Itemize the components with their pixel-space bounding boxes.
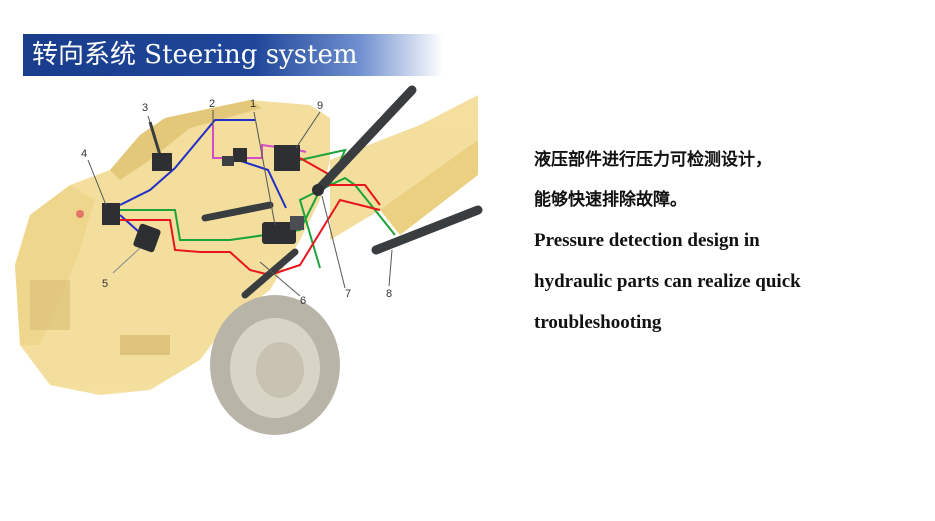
component-3-steering (148, 121, 172, 171)
description-cn-line-2: 能够快速排除故障。 (534, 190, 687, 210)
description-cn-line-1: 液压部件进行压力可检测设计， (534, 150, 772, 170)
red-line-1 (118, 198, 381, 277)
title-banner: 转向系统 Steering system (23, 34, 443, 76)
description-en-line-2: hydraulic parts can realize quick (534, 271, 801, 292)
callout-6: 6 (300, 295, 307, 307)
callout-9: 9 (317, 100, 324, 112)
callout-2: 2 (209, 98, 216, 110)
component-5-pump (112, 223, 161, 274)
callout-4: 4 (81, 148, 88, 160)
loader-body (15, 95, 478, 395)
component-7-joint (312, 184, 324, 196)
component-1-valve (262, 216, 304, 244)
callout-3: 3 (142, 102, 149, 114)
steering-cylinder-upper (313, 85, 417, 195)
callout-7: 7 (345, 288, 352, 300)
callout-8: 8 (386, 288, 393, 300)
leader-lines (87, 110, 393, 297)
cylinder-6a (201, 201, 274, 222)
component-2-sensor (222, 148, 247, 166)
description-en-line-1: Pressure detection design in (534, 230, 760, 251)
steering-cylinder-lower (371, 205, 483, 255)
callout-5: 5 (102, 278, 109, 290)
cylinder-6b (241, 248, 299, 299)
component-4-block (102, 203, 120, 225)
wheel (210, 295, 340, 435)
component-9-block (274, 145, 300, 171)
blue-line-1 (119, 119, 255, 206)
description-text: 液压部件进行压力可检测设计， 能够快速排除故障。 Pressure detect… (534, 150, 914, 353)
description-en-line-3: troubleshooting (534, 312, 662, 333)
page-title: 转向系统 Steering system (32, 40, 358, 70)
callout-1: 1 (250, 98, 257, 110)
